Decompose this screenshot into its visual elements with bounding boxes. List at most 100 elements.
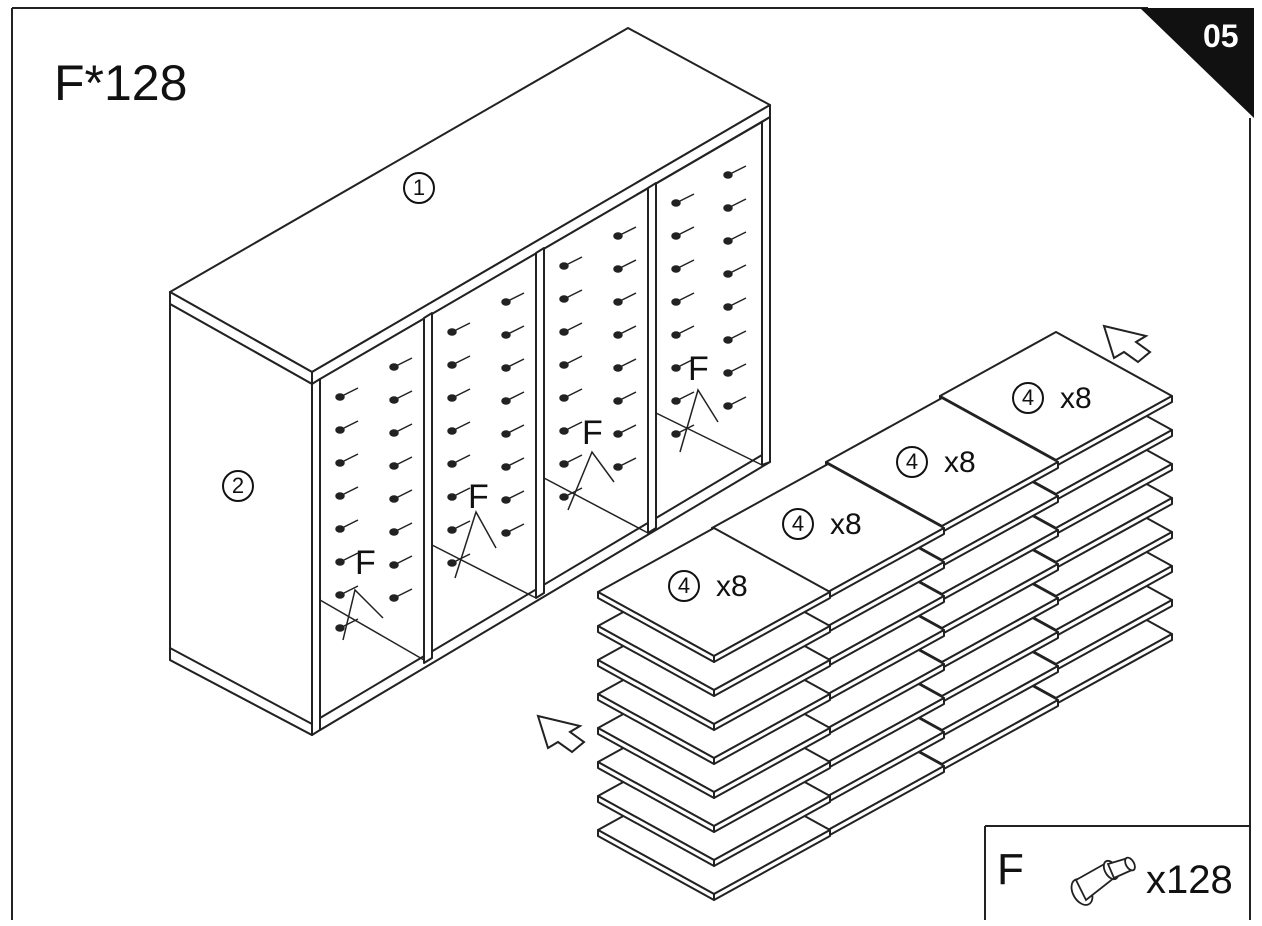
callout-label: F [468, 478, 489, 516]
shelf-pin [723, 270, 733, 278]
shelf-pin-line [729, 165, 747, 175]
shelf-pin [335, 393, 345, 401]
shelf-pin-line [729, 264, 747, 274]
shelf-pin-line [395, 423, 413, 433]
shelf-pin [501, 463, 511, 471]
callout-leaders [342, 388, 719, 641]
shelf-pin [671, 298, 681, 306]
cabinet-right-edge [761, 116, 771, 466]
shelf-pin [447, 493, 457, 501]
shelf-pin-line [341, 618, 359, 628]
shelf-pin-line [341, 453, 359, 463]
legend-quantity: x128 [1146, 858, 1233, 902]
shelf-pin [335, 426, 345, 434]
shelf-pins [335, 165, 747, 632]
shelf-quantity: x8 [944, 446, 976, 479]
shelf-pin [671, 265, 681, 273]
shelf-board-edge [713, 829, 831, 901]
shelf-pin-line [453, 388, 471, 398]
shelf-pin-line [729, 231, 747, 241]
shelf-pin [335, 558, 345, 566]
arrow-icon-top [1102, 324, 1152, 364]
shelf-pin [389, 396, 399, 404]
shelf-pin [723, 171, 733, 179]
shelf-pin-line [341, 519, 359, 529]
shelf-pin [613, 298, 623, 306]
shelf-pin-line [565, 256, 583, 266]
shelf-pin [447, 328, 457, 336]
shelf-pin [559, 427, 569, 435]
shelf-pin-line [453, 487, 471, 497]
shelf-pin-line [341, 486, 359, 496]
shelf-board-edge [713, 693, 831, 765]
shelf-pin-line [453, 322, 471, 332]
shelf-pin-line [453, 421, 471, 431]
shelf-quantity: x8 [1060, 382, 1092, 415]
shelf-pin [335, 624, 345, 632]
shelf-part-number: 4 [1012, 382, 1044, 414]
shelf-board-edge [713, 761, 831, 833]
shelf-pin [671, 397, 681, 405]
shelf-board-edge [713, 659, 831, 731]
shelf-pin [389, 429, 399, 437]
shelf-pin [501, 397, 511, 405]
shelf-pin [447, 559, 457, 567]
shelf-pin [559, 295, 569, 303]
shelf-quantity: x8 [830, 508, 862, 541]
shelf-pin-line [341, 585, 359, 595]
shelf-pin [613, 430, 623, 438]
shelf-pin-line [619, 292, 637, 302]
step-title: F*128 [54, 55, 188, 111]
shelf-pin [447, 394, 457, 402]
shelf-pin [447, 526, 457, 534]
shelf-pin-line [507, 325, 525, 335]
shelf-pin-line [729, 198, 747, 208]
shelf-pin [559, 493, 569, 501]
shelf-pin [671, 331, 681, 339]
shelf-pin [559, 460, 569, 468]
shelf-pin [671, 364, 681, 372]
arrow-icon-bottom [536, 714, 586, 754]
shelf-pin-line [507, 424, 525, 434]
shelf-pin [613, 364, 623, 372]
shelf-pin [559, 394, 569, 402]
shelf-pin [559, 328, 569, 336]
shelf-pin [723, 204, 733, 212]
shelf-pin-line [565, 322, 583, 332]
cabinet [169, 27, 771, 736]
shelf-pin [447, 460, 457, 468]
shelf-pin-line [395, 489, 413, 499]
cabinet-divider-2 [535, 247, 545, 599]
shelf-pin-line [619, 358, 637, 368]
page-border [11, 7, 1251, 920]
shelf-pin [723, 402, 733, 410]
shelf-pin [335, 492, 345, 500]
cabinet-front-edge [311, 378, 321, 736]
shelf-pin-line [677, 259, 695, 269]
shelf-pin-line [677, 325, 695, 335]
shelf-pin-line [677, 391, 695, 401]
shelf-pin-line [341, 552, 359, 562]
shelf-pin-line [565, 421, 583, 431]
shelf-pin-line [507, 391, 525, 401]
shelf-pin [389, 363, 399, 371]
shelf-pin [723, 237, 733, 245]
shelf-pin [613, 265, 623, 273]
shelf-pin-line [619, 391, 637, 401]
shelf-pin [501, 364, 511, 372]
shelf-pin-line [677, 358, 695, 368]
cabinet-divider-3 [647, 182, 657, 534]
shelf-pin [671, 232, 681, 240]
shelf-pin [613, 463, 623, 471]
shelf-pin [613, 232, 623, 240]
cabinet-divider-1 [423, 312, 433, 664]
shelf-board-edge [713, 591, 831, 663]
shelf-board-edge [713, 625, 831, 697]
shelf-part-number: 4 [896, 446, 928, 478]
shelf-pin-line [395, 357, 413, 367]
shelf-pin-icon [1070, 856, 1136, 906]
shelf-pin-line [565, 289, 583, 299]
shelf-pin [559, 361, 569, 369]
shelf-pin [723, 336, 733, 344]
